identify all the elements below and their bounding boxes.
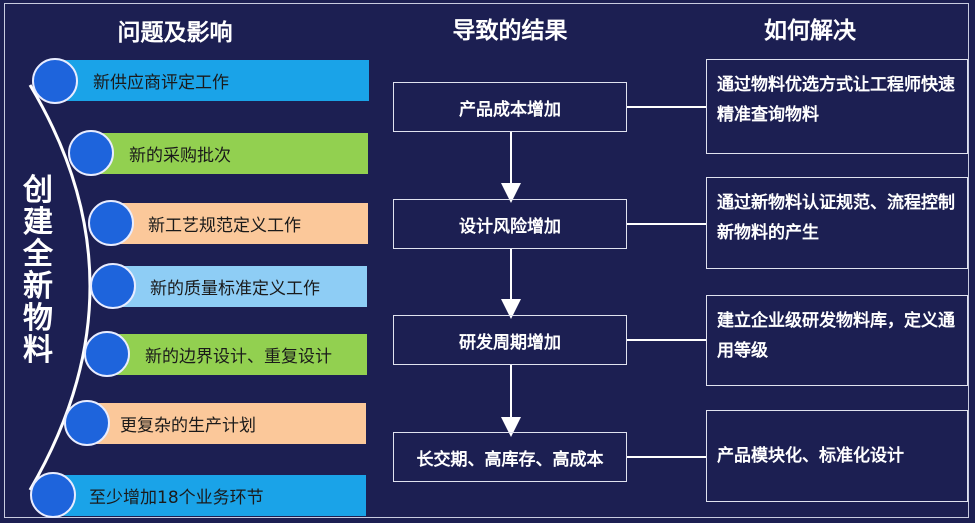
issue-label-7: 至少增加18个业务环节	[89, 488, 264, 508]
result-box-3: 研发周期增加	[393, 315, 627, 365]
solution-label-3: 建立企业级研发物料库，定义通用等级	[717, 311, 955, 361]
issue-label-1: 新供应商评定工作	[93, 73, 229, 93]
solution-box-4: 产品模块化、标准化设计	[706, 410, 968, 502]
issue-circle-5	[84, 331, 130, 377]
issue-bar-5: 新的边界设计、重复设计	[108, 334, 367, 375]
side-title: 创建全新物料	[23, 173, 53, 368]
issue-circle-3	[88, 200, 134, 246]
issue-bar-1: 新供应商评定工作	[55, 60, 369, 101]
issue-circle-2	[68, 130, 114, 176]
solution-box-1: 通过物料优选方式让工程师快速精准查询物料	[706, 59, 968, 154]
issue-label-6: 更复杂的生产计划	[120, 416, 256, 436]
result-box-2: 设计风险增加	[393, 199, 627, 249]
issue-bar-7: 至少增加18个业务环节	[53, 475, 366, 516]
issues-header: 问题及影响	[117, 20, 233, 46]
solution-label-4: 产品模块化、标准化设计	[717, 446, 904, 466]
issue-bar-3: 新工艺规范定义工作	[112, 203, 368, 244]
result-label-2: 设计风险增加	[459, 216, 561, 237]
result-label-4: 长交期、高库存、高成本	[416, 449, 604, 470]
issue-bar-2: 新的采购批次	[92, 133, 368, 174]
issue-circle-4	[90, 263, 136, 309]
issue-circle-6	[64, 400, 110, 446]
issue-bar-4: 新的质量标准定义工作	[114, 266, 367, 307]
issue-label-4: 新的质量标准定义工作	[150, 279, 320, 299]
issue-bar-6: 更复杂的生产计划	[88, 403, 366, 444]
result-box-4: 长交期、高库存、高成本	[393, 432, 627, 482]
issue-circle-1	[32, 58, 78, 104]
result-label-3: 研发周期增加	[459, 332, 561, 353]
results-header: 导致的结果	[452, 18, 568, 44]
issue-label-2: 新的采购批次	[129, 146, 231, 166]
solution-box-3: 建立企业级研发物料库，定义通用等级	[706, 295, 968, 386]
solution-label-1: 通过物料优选方式让工程师快速精准查询物料	[717, 75, 955, 125]
solutions-header: 如何解决	[764, 18, 856, 44]
result-box-1: 产品成本增加	[393, 82, 627, 132]
issue-label-3: 新工艺规范定义工作	[148, 216, 301, 236]
result-label-1: 产品成本增加	[459, 99, 561, 120]
issue-circle-7	[30, 472, 76, 518]
issue-label-5: 新的边界设计、重复设计	[145, 347, 332, 367]
solution-label-2: 通过新物料认证规范、流程控制新物料的产生	[717, 193, 955, 243]
diagram-frame	[4, 3, 969, 518]
solution-box-2: 通过新物料认证规范、流程控制新物料的产生	[706, 177, 968, 269]
